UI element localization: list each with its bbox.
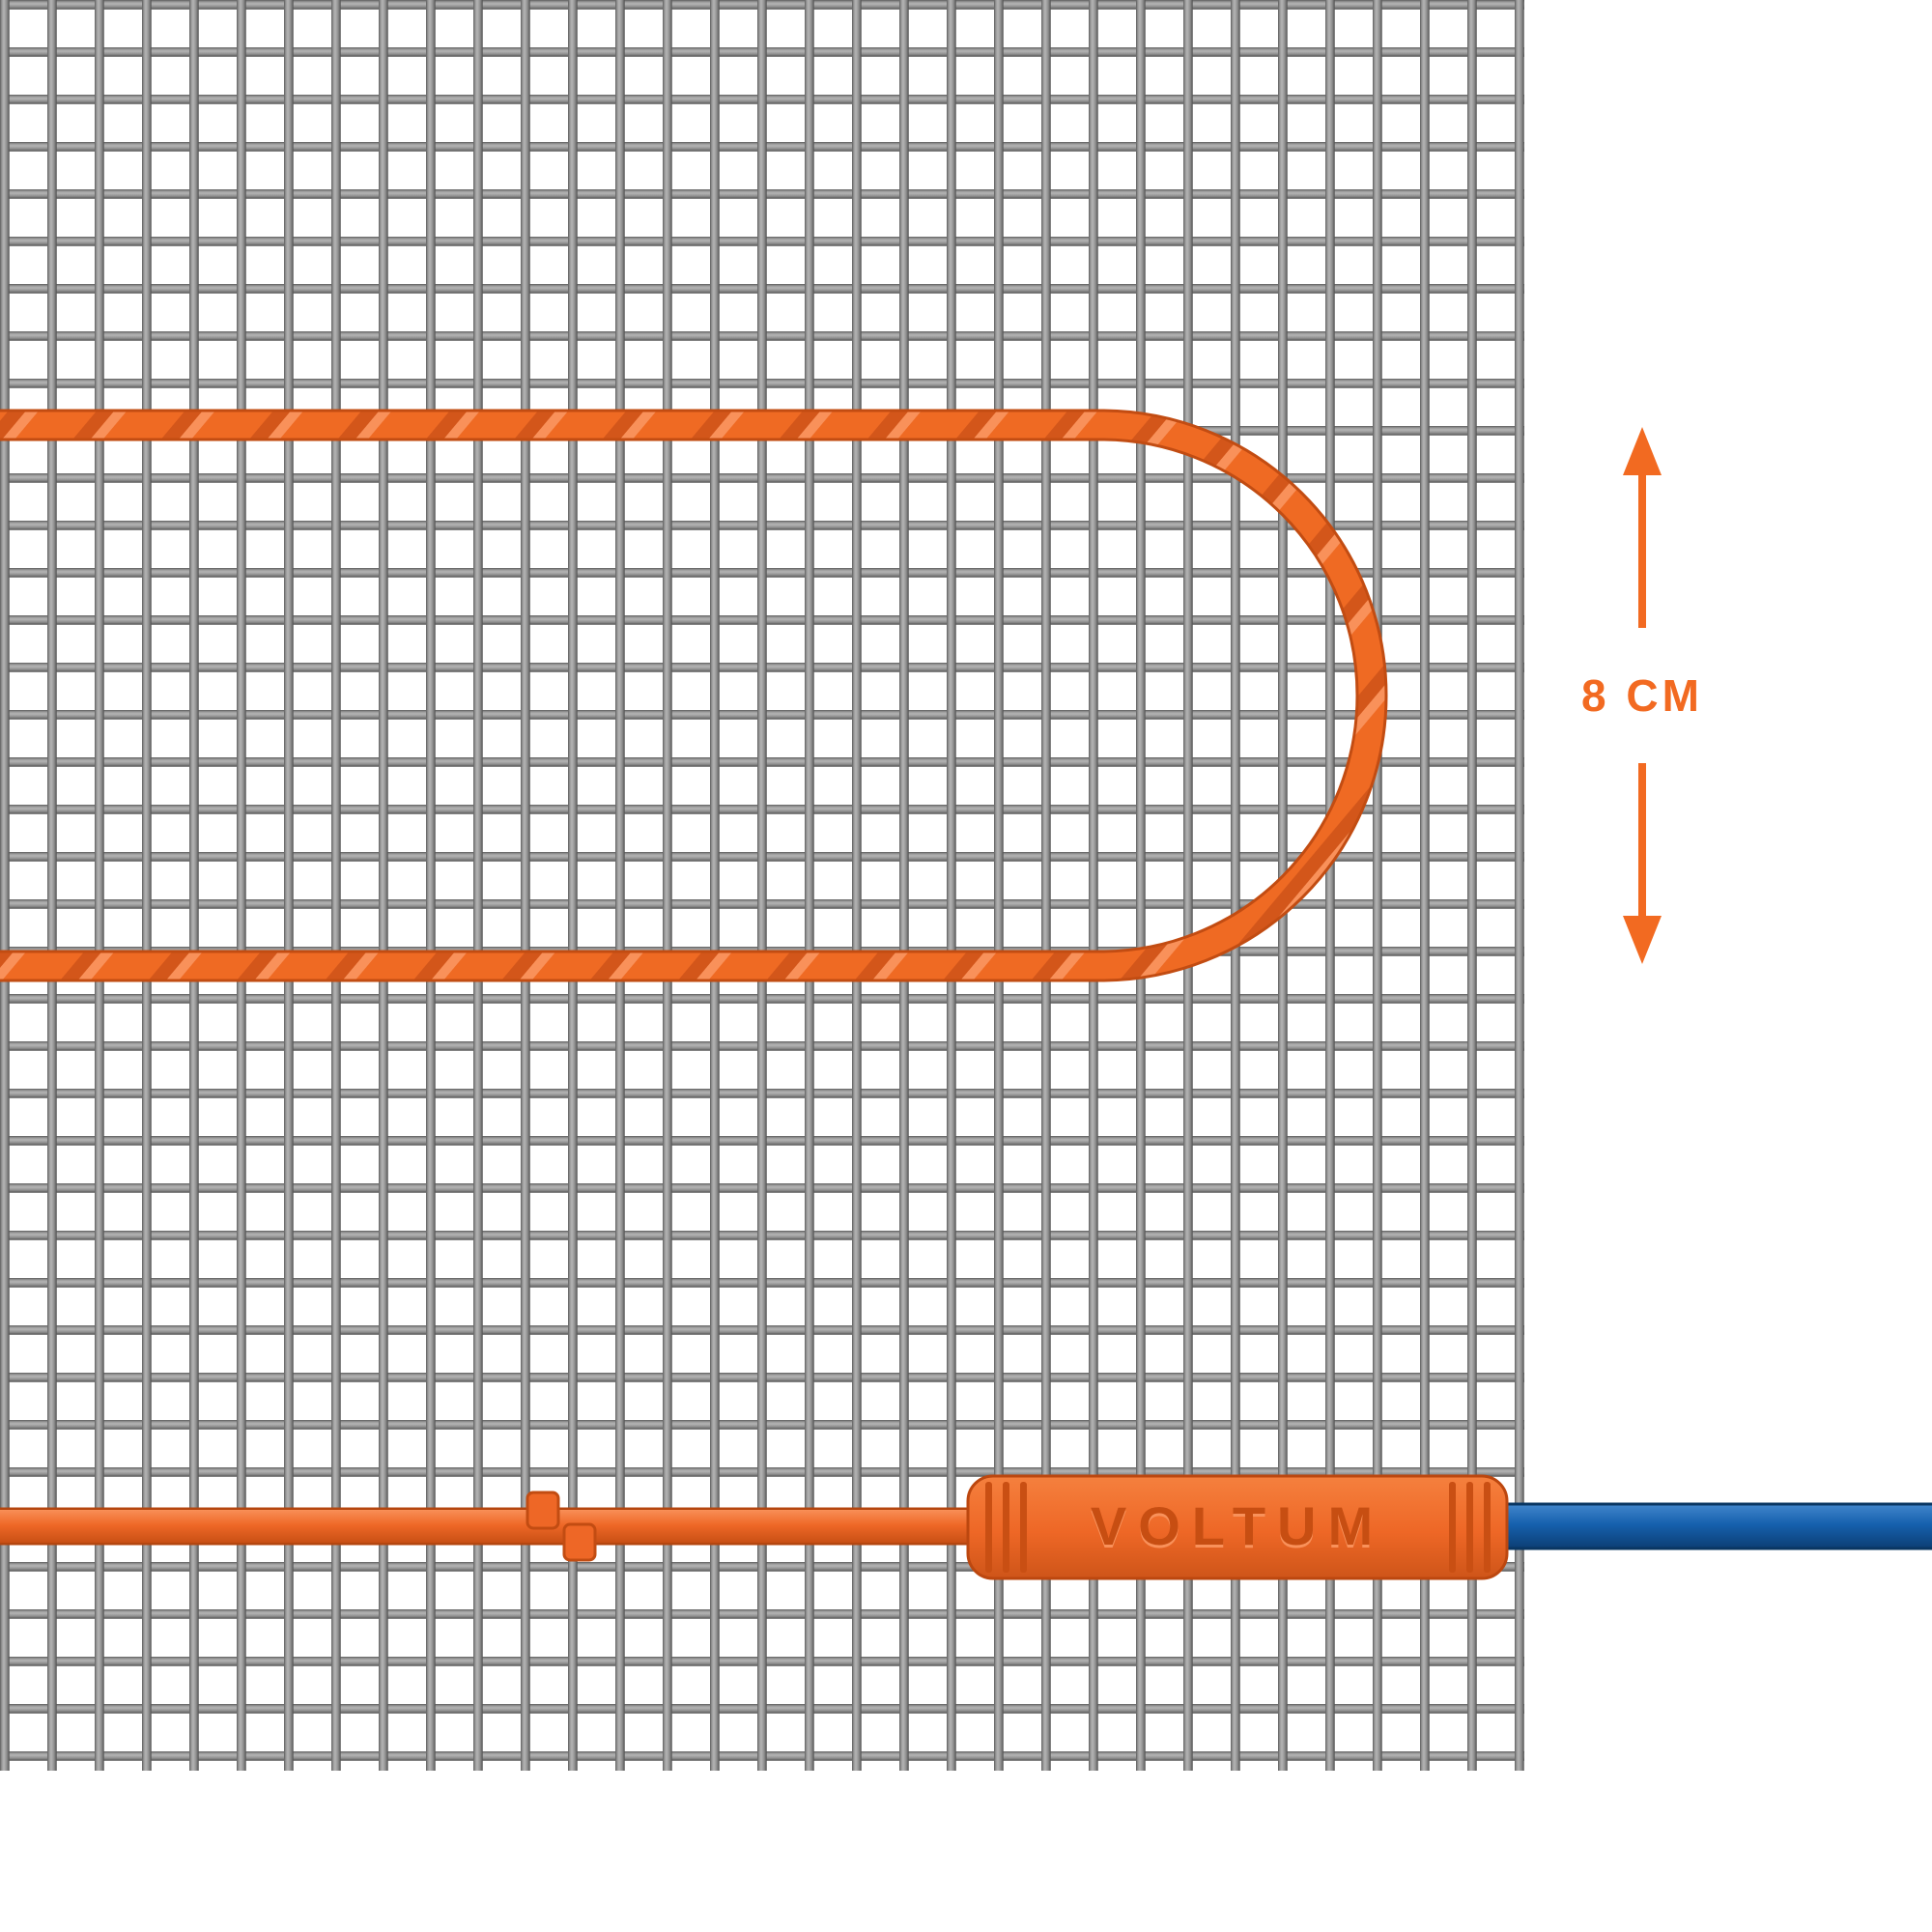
- blue-power-cable: [1486, 1502, 1932, 1550]
- brand-label: VOLTUM: [1091, 1495, 1384, 1556]
- connector-ribs-right: [1449, 1482, 1491, 1573]
- dimension-annotation: 8 CM: [1581, 427, 1703, 964]
- heating-cable-loop: [0, 409, 1388, 982]
- brand-label-emboss: VOLTUM: [1091, 1498, 1384, 1559]
- arrow-up-icon: [1623, 427, 1662, 628]
- connector-sleeve: VOLTUM VOLTUM: [966, 1474, 1509, 1580]
- connector-ribs-left: [985, 1482, 1027, 1573]
- cable-splice-clips: [526, 1491, 597, 1562]
- arrow-down-icon: [1623, 763, 1662, 964]
- dimension-label: 8 CM: [1581, 670, 1703, 721]
